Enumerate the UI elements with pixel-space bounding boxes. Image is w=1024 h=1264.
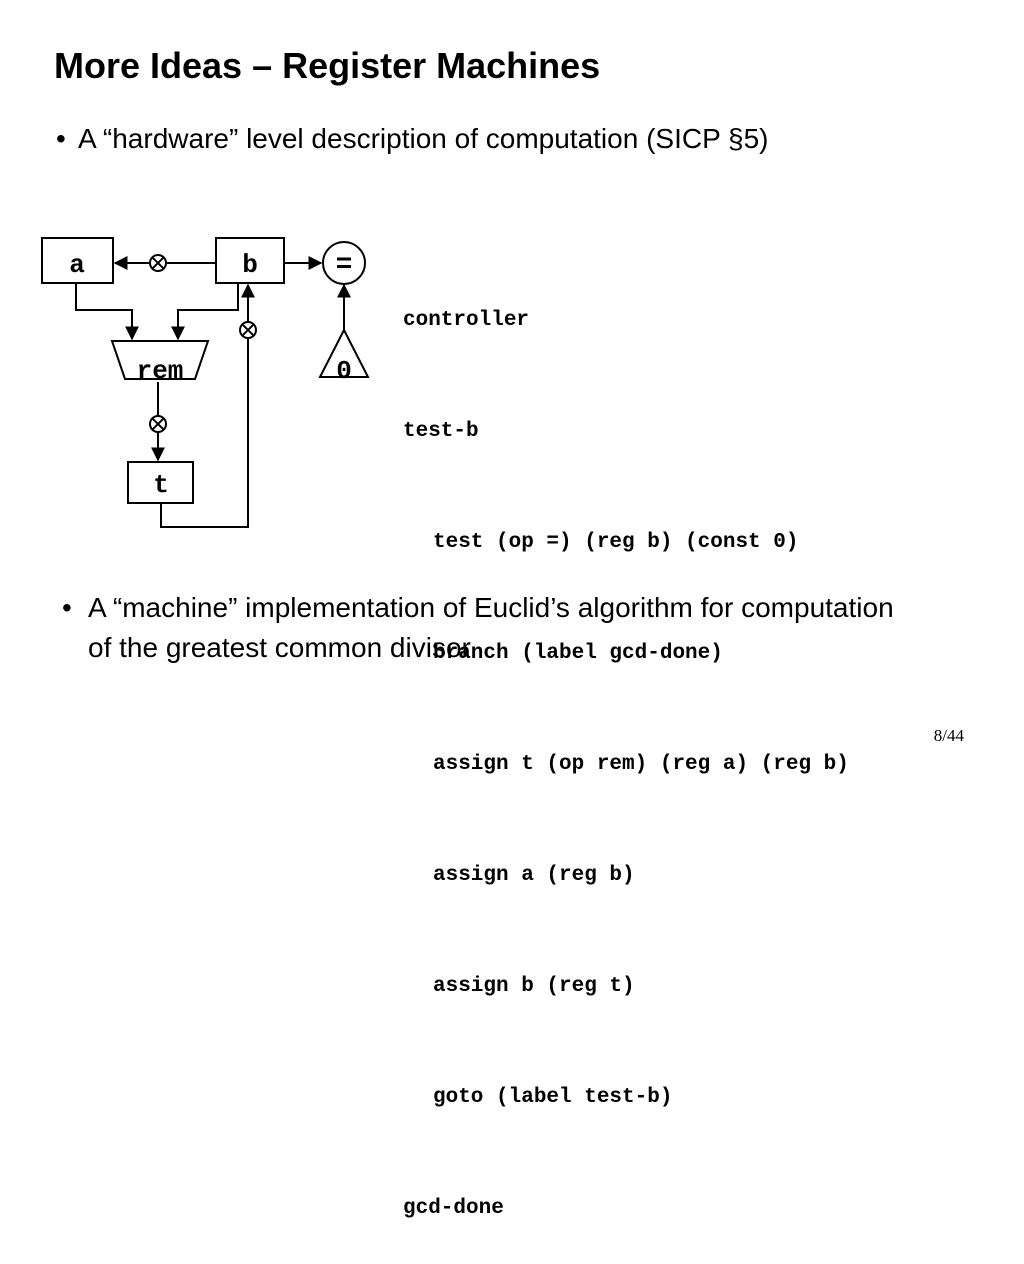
wire-t-to-b (160, 283, 255, 528)
bullet-text: A “machine” implementation of Euclid’s a… (88, 592, 894, 663)
controller-code: controller test-b test (op =) (reg b) (c… (403, 228, 849, 1264)
circle-times-icon[interactable] (149, 415, 167, 433)
register-a-label: a (69, 250, 85, 280)
code-line: assign b (reg t) (433, 975, 635, 998)
wire-b-to-rem (171, 283, 239, 341)
equals-test-label: = (336, 250, 353, 281)
rem-operation-label: rem (137, 356, 184, 386)
code-line: assign t (op rem) (reg a) (reg b) (433, 753, 849, 776)
constant-zero-label: 0 (336, 356, 352, 386)
bullet-item: • A “machine” implementation of Euclid’s… (62, 588, 912, 668)
bullet-item: • A “hardware” level description of comp… (56, 119, 976, 159)
code-line: branch (label gcd-done) (433, 642, 723, 665)
code-line: goto (label test-b) (433, 1086, 673, 1109)
gcd-machine-diagram: a b t rem = 0 (41, 237, 370, 528)
register-a-box (41, 237, 114, 284)
register-t-label: t (153, 470, 169, 500)
bullet-dot: • (62, 592, 72, 623)
constant-zero-triangle (318, 327, 370, 378)
circle-times-icon[interactable] (239, 321, 257, 339)
bullet-dot: • (56, 123, 66, 154)
bullet-text: A “hardware” level description of comput… (78, 123, 769, 154)
slide-title: More Ideas – Register Machines (54, 45, 601, 86)
wire-a-to-rem (75, 283, 139, 341)
code-line: assign a (reg b) (433, 864, 635, 887)
register-b-label: b (242, 250, 258, 280)
register-t-box (127, 461, 194, 504)
circle-times-icon[interactable] (149, 254, 167, 272)
page-number: 8/44 (933, 726, 964, 745)
register-b-box (215, 237, 285, 284)
code-line: gcd-done (403, 1197, 504, 1220)
code-line: test-b (403, 420, 479, 443)
rem-operation-trapezoid (110, 340, 210, 380)
code-line: test (op =) (reg b) (const 0) (433, 531, 799, 554)
equals-test-circle (322, 241, 366, 285)
code-line: controller (403, 309, 530, 332)
